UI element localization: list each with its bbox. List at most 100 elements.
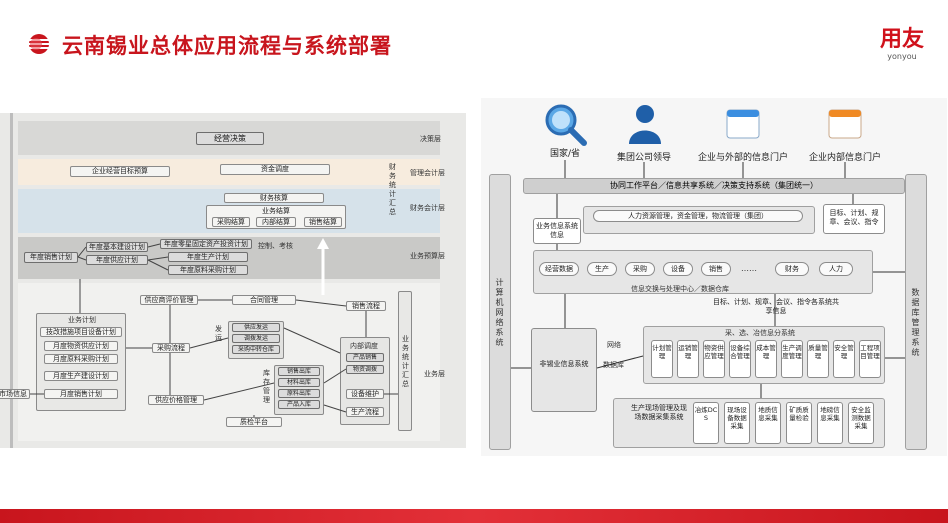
target-budget-box: 企业经营目标预算 — [70, 166, 170, 177]
smelt-title: 采、选、冶信息分系统 — [725, 329, 795, 337]
internal-settle-box: 内部结算 — [256, 217, 296, 227]
layer-mgmt-acct: 管理会计层 — [410, 169, 445, 177]
supplier-eval-box: 供应商评价管理 — [140, 295, 198, 305]
targets-box: 目标、计划、规章、会议、指令 — [823, 204, 885, 234]
share-text: 目标、计划、规章、会议、指令各系统共享信息 — [713, 298, 839, 315]
entity-group-leaders: 集团公司领导 — [616, 153, 671, 163]
smelt-module-8: 工程项目管理 — [859, 340, 881, 378]
entity-internal-portal: 企业内部信息门户 — [808, 153, 881, 163]
layer-fin-acct: 财务会计层 — [410, 204, 445, 212]
supply-price-box: 供应价格管理 — [148, 395, 204, 405]
entity-external-portal: 企业与外部的信息门户 — [697, 153, 788, 163]
inventory-label: 库存管理 — [263, 369, 270, 404]
smelt-module-2: 物资供应管理 — [703, 340, 725, 378]
up-arrow-icon — [317, 238, 329, 295]
control-assess-label: 控制、考核 — [258, 242, 293, 250]
brand-subname: yonyou — [887, 52, 917, 61]
field-module-1: 现场设备数据采集 — [724, 402, 750, 444]
tech-measure-box: 技改措施项目设备计划 — [40, 327, 122, 337]
smelt-module-7: 安全管理 — [833, 340, 855, 378]
right-system-diagram: 国家/省 集团公司领导 企业与外部的信息门户 企业内部信息门户 计算机网络系统 … — [481, 98, 947, 456]
product-ship-box: 产品销售 — [346, 353, 384, 362]
db-mgmt-column — [905, 174, 927, 450]
internal-portal-icon — [828, 109, 862, 139]
monthly-prod-box: 月度生产建设计划 — [44, 371, 118, 381]
biz-summary-label: 业务统计汇总 — [402, 335, 409, 388]
module-ops-data: 经营数据 — [539, 262, 579, 276]
supply-deliver-box: 供应发运 — [232, 323, 280, 332]
fin-accounting-box: 财务核算 — [224, 193, 324, 203]
layer-business: 业务层 — [424, 370, 445, 378]
layer-decision: 决策层 — [420, 135, 441, 143]
module-purchase: 采购 — [625, 262, 655, 276]
contract-mgmt-box: 合同管理 — [232, 295, 296, 305]
raw-out-box: 原料出库 — [278, 389, 320, 398]
internal-schedule-label: 内部调度 — [350, 342, 378, 350]
smelt-module-1: 运销管理 — [677, 340, 699, 378]
left-rail — [10, 113, 13, 448]
dbase-label: 数据库 — [603, 361, 624, 369]
production-box: 生产流程 — [346, 407, 384, 417]
module-equipment: 设备 — [663, 262, 693, 276]
module-hr: 人力 — [819, 262, 853, 276]
purchase-settle-box: 采购结算 — [212, 217, 250, 227]
non-tin-box: 非锡业信息系统 — [531, 328, 597, 412]
field-module-3: 矿质质量检验 — [786, 402, 812, 444]
smelt-module-0: 计划管理 — [651, 340, 673, 378]
annual-material-plan-box: 年度原料采购计划 — [168, 265, 248, 275]
purchase-flow-box: 采购流程 — [152, 343, 190, 353]
field-module-4: 地磅信息采集 — [817, 402, 843, 444]
field-title: 生产现场管理及现场数据采集系统 — [631, 404, 687, 421]
smelt-module-5: 生产调度管理 — [781, 340, 803, 378]
annual-supply-plan-box: 年度供应计划 — [86, 255, 148, 265]
biz-info-box: 业务信息系统信息 — [533, 218, 581, 244]
schedule-deliver-box: 调拨发运 — [232, 334, 280, 343]
market-info-box: 市场信息 — [0, 389, 30, 399]
module-ellipsis: …… — [741, 264, 757, 273]
exchange-label: 信息交换与处理中心／数据仓库 — [631, 285, 729, 293]
hr-bar: 人力资源管理，资金管理，物流管理（集团） — [593, 210, 803, 222]
brand-logo: 用友 yonyou — [880, 28, 924, 62]
sales-out-box: 销售出库 — [278, 367, 320, 376]
smelt-module-3: 设备综合管理 — [729, 340, 751, 378]
annual-asset-invest-box: 年度零星固定资产投资计划 — [160, 239, 252, 249]
product-in-box: 产品入库 — [278, 400, 320, 409]
layer-budget: 业务预算层 — [410, 252, 445, 260]
field-module-5: 安全监测数据采集 — [848, 402, 874, 444]
material-cost-box: 物资调拨 — [346, 365, 384, 374]
right-connectors — [511, 160, 905, 398]
field-module-0: 冶炼DCS — [693, 402, 719, 444]
person-icon — [629, 105, 661, 144]
page-title: 云南锡业总体应用流程与系统部署 — [62, 34, 392, 58]
module-finance: 财务 — [775, 262, 809, 276]
field-module-2: 地质信息采集 — [755, 402, 781, 444]
db-mgmt-label: 数据库管理系统 — [911, 288, 920, 357]
decision-box: 经营决策 — [196, 132, 264, 145]
red-circle-logo-icon — [29, 34, 49, 54]
annual-prod-plan-box: 年度生产计划 — [168, 252, 248, 262]
smelt-module-6: 质量管理 — [807, 340, 829, 378]
monthly-sales-box: 月度销售计划 — [44, 389, 118, 399]
module-sales: 销售 — [701, 262, 731, 276]
left-process-diagram: 决策层 管理会计层 财务会计层 业务预算层 业务层 经营决策 企业经营目标预算 … — [0, 113, 466, 448]
annual-basic-design-box: 年度基本建设计划 — [86, 242, 148, 252]
left-connectors — [30, 243, 398, 417]
purchase-center-box: 采购中转仓库 — [232, 345, 280, 354]
magnifier-icon — [545, 104, 587, 146]
biz-summary-column — [398, 291, 412, 431]
biz-plan-label: 业务计划 — [68, 316, 96, 324]
equipment-box: 设备维护 — [346, 389, 384, 399]
bottom-red-bar — [0, 509, 948, 523]
computer-net-label: 计算机网络系统 — [495, 278, 504, 347]
quality-box: 质检平台 — [226, 417, 282, 427]
sales-settle-box: 销售结算 — [304, 217, 342, 227]
net-label: 网络 — [607, 341, 621, 349]
supply-label: 发运 — [215, 325, 222, 342]
fund-schedule-box: 资金调度 — [220, 164, 330, 175]
monthly-raw-box: 月度原料采购计划 — [44, 354, 118, 364]
monthly-material-box: 月度物资供应计划 — [44, 341, 118, 351]
fin-summary-top-label: 财务统计汇总 — [389, 163, 396, 216]
entity-state: 国家/省 — [549, 149, 581, 159]
brand-name: 用友 — [879, 27, 924, 52]
module-production: 生产 — [587, 262, 617, 276]
